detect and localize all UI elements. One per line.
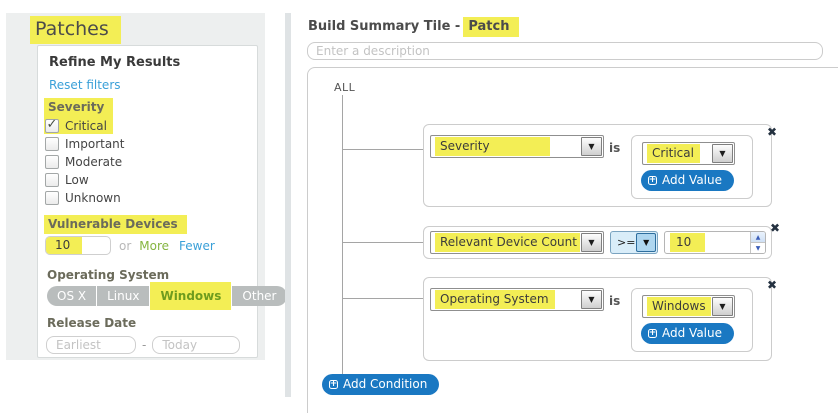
or-label: or — [119, 238, 132, 253]
dropdown-arrow-icon[interactable]: ▼ — [712, 297, 733, 316]
dropdown-arrow-icon[interactable]: ▼ — [581, 137, 602, 156]
condition-field-value: Operating System — [435, 290, 555, 309]
dropdown-arrow-icon[interactable]: ▼ — [636, 233, 656, 252]
remove-condition-button[interactable]: ✖ — [770, 221, 781, 235]
refine-results-title: Refine My Results — [49, 55, 181, 70]
condition-value: Windows — [647, 297, 711, 316]
add-value-button[interactable]: + Add Value — [641, 323, 734, 344]
tree-line-branch-1 — [342, 149, 423, 150]
tree-line-branch-2 — [342, 242, 423, 243]
spinner-up-icon[interactable]: ▲ — [751, 232, 765, 243]
os-segment-linux[interactable]: Linux — [97, 286, 150, 306]
device-count-value: 10 — [670, 233, 706, 252]
severity-option-unknown[interactable]: Unknown — [44, 189, 127, 206]
spinner-down-icon[interactable]: ▼ — [751, 243, 765, 253]
checkbox-label: Moderate — [65, 154, 123, 169]
builder-title-highlight: Patch — [463, 17, 520, 37]
condition-field-select[interactable]: Relevant Device Count ▼ — [430, 231, 604, 254]
operator-label: is — [609, 294, 621, 308]
checkbox-label: Unknown — [65, 190, 121, 205]
operator-label: is — [609, 141, 621, 155]
add-value-button[interactable]: + Add Value — [641, 170, 734, 191]
builder-title-prefix: Build Summary Tile - — [308, 19, 461, 34]
vulnerable-devices-value: 10 — [46, 237, 83, 254]
checkbox-unchecked[interactable] — [45, 190, 59, 205]
severity-option-important[interactable]: Important — [44, 135, 131, 152]
condition-field-select[interactable]: Severity ▼ — [430, 135, 604, 158]
device-count-number-input[interactable]: 10 ▲ ▼ — [664, 231, 766, 254]
condition-value-select[interactable]: Critical ▼ — [642, 142, 735, 165]
severity-option-critical[interactable]: ✓ Critical — [44, 117, 113, 134]
add-condition-label: Add Condition — [343, 377, 428, 391]
checkbox-unchecked[interactable] — [45, 154, 59, 169]
page-title: Patches — [30, 16, 121, 44]
vulnerable-devices-row: 10 or More Fewer — [45, 236, 215, 255]
dropdown-arrow-icon[interactable]: ▼ — [712, 144, 733, 163]
plus-icon: + — [648, 327, 657, 338]
checkbox-label: Critical — [65, 118, 107, 133]
release-date-row: - — [46, 336, 241, 354]
operating-system-segmented-control: OS X Linux Windows Other — [47, 286, 287, 306]
checkbox-unchecked[interactable] — [45, 136, 59, 151]
checkbox-checked[interactable]: ✓ — [45, 117, 59, 133]
add-condition-button[interactable]: + Add Condition — [322, 374, 440, 395]
release-date-section-label: Release Date — [47, 316, 137, 330]
vulnerable-devices-section-label: Vulnerable Devices — [44, 215, 187, 234]
severity-section-label: Severity — [44, 98, 114, 117]
fewer-link[interactable]: Fewer — [179, 238, 215, 253]
date-range-separator: - — [142, 338, 147, 352]
more-link[interactable]: More — [139, 238, 170, 253]
page-title-text: Patches — [30, 16, 121, 44]
dropdown-arrow-icon[interactable]: ▼ — [581, 233, 602, 252]
checkbox-label: Low — [65, 172, 89, 187]
plus-icon: + — [648, 174, 657, 185]
release-date-from-input[interactable] — [46, 336, 136, 354]
comparison-operator-select[interactable]: >= ▼ — [610, 231, 658, 254]
checkbox-label: Important — [65, 136, 125, 151]
os-segment-other[interactable]: Other — [232, 286, 287, 306]
builder-title: Build Summary Tile -Patch — [308, 17, 520, 37]
add-value-label: Add Value — [662, 173, 722, 187]
operating-system-section-label: Operating System — [47, 268, 170, 282]
checkmark-icon: ✓ — [46, 117, 58, 132]
number-spinner: ▲ ▼ — [750, 232, 765, 253]
severity-option-moderate[interactable]: Moderate — [44, 153, 128, 170]
vulnerable-devices-input[interactable]: 10 — [45, 236, 111, 255]
tree-line-branch-3 — [342, 298, 423, 299]
pane-divider — [285, 13, 291, 397]
condition-field-value: Relevant Device Count — [435, 233, 580, 252]
condition-value: Critical — [647, 144, 700, 163]
checkbox-unchecked[interactable] — [45, 172, 59, 187]
description-input[interactable] — [307, 42, 823, 60]
condition-value-select[interactable]: Windows ▼ — [642, 295, 735, 318]
remove-condition-button[interactable]: ✖ — [767, 278, 778, 292]
dropdown-arrow-icon[interactable]: ▼ — [581, 290, 602, 309]
remove-condition-button[interactable]: ✖ — [767, 125, 778, 139]
os-segment-windows[interactable]: Windows — [150, 286, 232, 306]
os-segment-osx[interactable]: OS X — [47, 286, 97, 306]
release-date-to-input[interactable] — [152, 336, 241, 354]
severity-option-low[interactable]: Low — [44, 171, 95, 188]
condition-field-value: Severity — [435, 137, 550, 156]
tree-line-vertical — [342, 95, 343, 376]
condition-field-select[interactable]: Operating System ▼ — [430, 288, 604, 311]
comparison-operator-value: >= — [617, 236, 636, 249]
severity-checkbox-list: ✓ Critical Important Moderate Low Unknow… — [44, 117, 131, 207]
add-value-label: Add Value — [662, 326, 722, 340]
reset-filters-link[interactable]: Reset filters — [49, 78, 121, 92]
root-operator-label: ALL — [334, 81, 356, 94]
plus-icon: + — [329, 378, 338, 389]
